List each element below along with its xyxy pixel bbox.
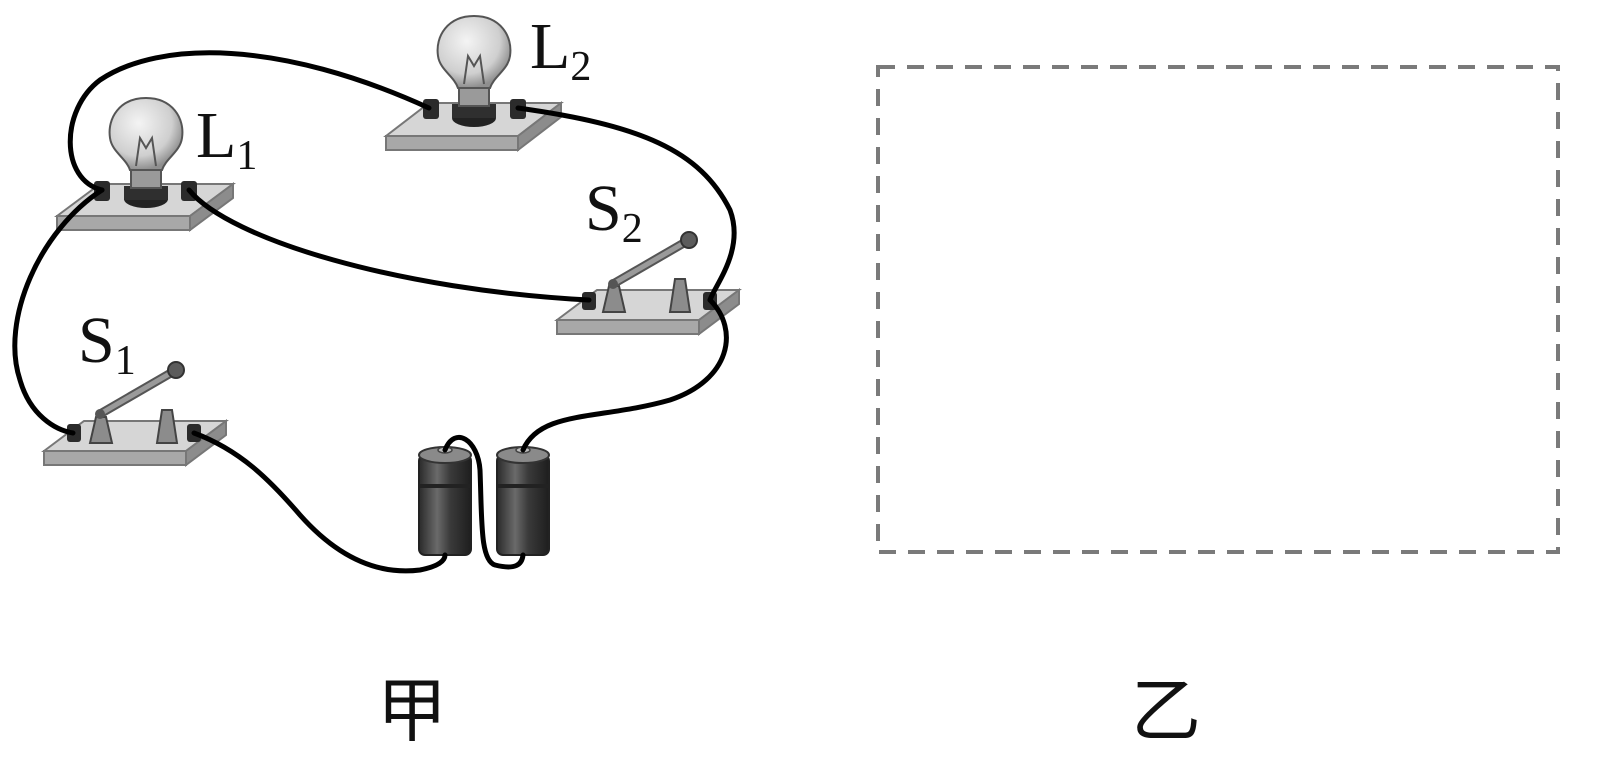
knob-s1 [167,361,185,379]
caption-left: 甲 [377,670,447,752]
knob-s2 [680,231,698,249]
switch-s2 [554,231,742,336]
battery-right [496,446,550,556]
contact-post-s1 [155,409,179,444]
wires [12,50,737,574]
bulb-l2 [383,14,564,153]
hinge-post-s1 [88,416,114,444]
label-l2: L2 [530,10,591,90]
wire-s1-to-battery [191,430,448,574]
wire-l1-to-s2 [186,187,592,303]
label-s1: S1 [78,304,136,384]
caption-right: 乙 [1131,670,1201,752]
glass-l2 [436,14,512,89]
board-s1 [41,419,229,467]
wire-battery-link [442,435,526,570]
battery-left [418,446,472,556]
wire-l1-to-l2 [67,50,432,193]
wire-l1-to-s1 [12,187,105,436]
answer-box-dashed [876,65,1560,554]
wire-l2-to-s2 [515,105,737,303]
label-s2: S2 [585,172,643,252]
label-l1: L1 [196,99,257,179]
contact-post-s2 [668,278,692,313]
glass-l1 [108,96,184,171]
hinge-post-s2 [601,285,627,313]
wire-s2-to-battery [520,297,729,453]
